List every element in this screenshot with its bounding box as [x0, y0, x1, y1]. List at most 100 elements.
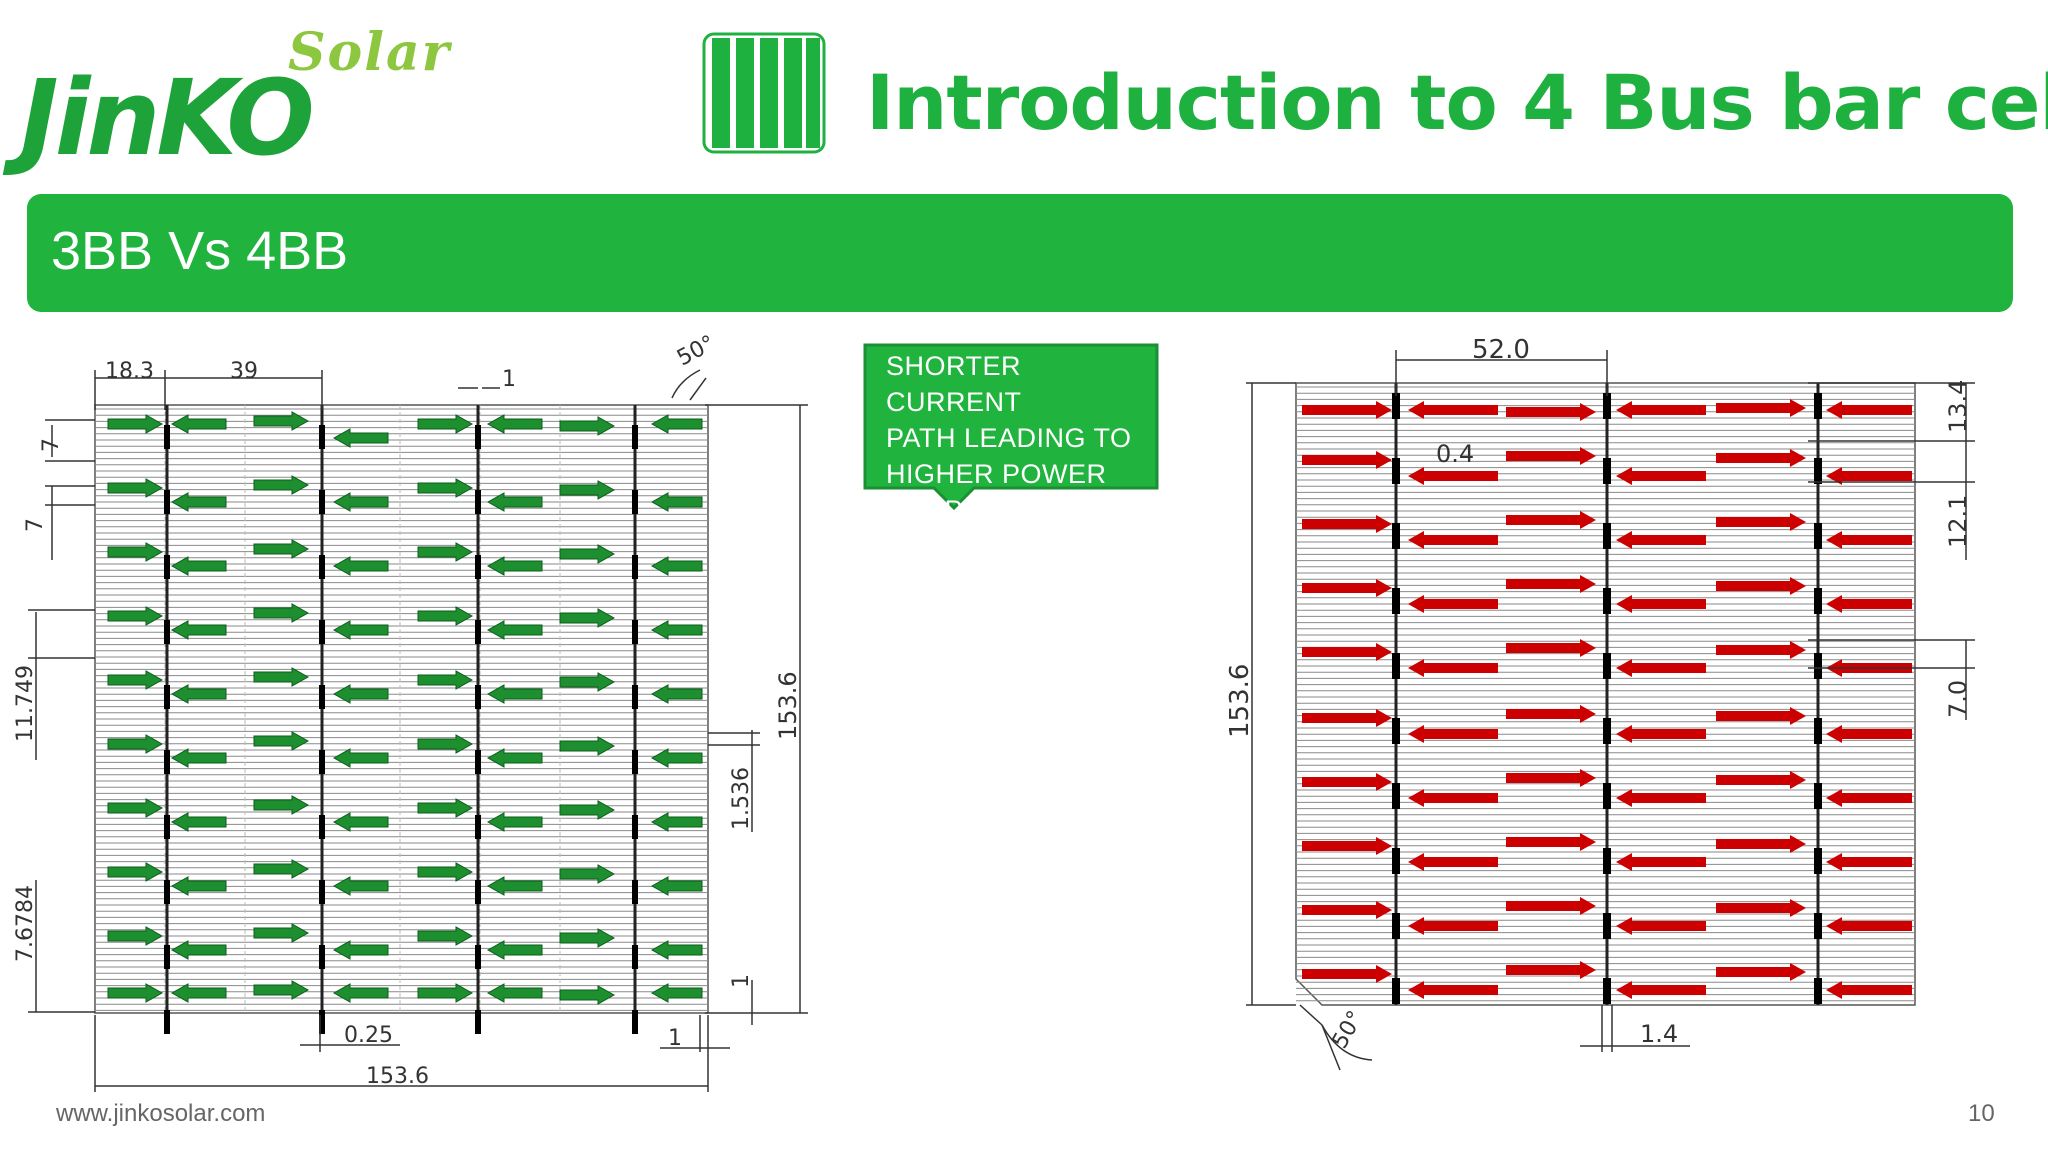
- current-arrow: [1616, 853, 1706, 871]
- current-arrow: [1408, 853, 1498, 871]
- current-arrow: [1506, 639, 1596, 657]
- dim-label: 7: [23, 518, 48, 532]
- current-arrow: [1826, 853, 1912, 871]
- current-arrow: [170, 620, 227, 640]
- busbar-pad: [164, 945, 170, 969]
- current-arrow: [1716, 707, 1806, 725]
- current-arrow: [1506, 511, 1596, 529]
- current-arrow: [1408, 659, 1498, 677]
- busbar-pad: [632, 815, 638, 839]
- current-arrow: [486, 620, 543, 640]
- current-arrow: [486, 983, 543, 1003]
- dimension-labels-3bb: 18.3 39 1 50° 7 7 11.749 7.6784 153.6 1.…: [13, 331, 802, 1089]
- current-arrow: [417, 606, 474, 626]
- current-arrow: [332, 812, 389, 832]
- current-arrow: [559, 985, 616, 1005]
- current-arrow: [1616, 917, 1706, 935]
- current-arrow: [417, 798, 474, 818]
- current-arrow: [170, 876, 227, 896]
- dim-label: 39: [230, 359, 258, 384]
- busbar-pad: [319, 425, 325, 449]
- busbar-pad: [1814, 913, 1822, 939]
- current-arrow: [1826, 401, 1912, 419]
- current-arrow: [170, 492, 227, 512]
- busbar-pad: [632, 880, 638, 904]
- current-arrow: [107, 862, 164, 882]
- current-arrow: [1506, 403, 1596, 421]
- current-arrow: [486, 940, 543, 960]
- current-arrow: [650, 684, 703, 704]
- dim-label: 18.3: [105, 359, 154, 384]
- current-arrow: [332, 983, 389, 1003]
- current-arrow: [1408, 595, 1498, 613]
- busbar-pad: [632, 490, 638, 514]
- current-arrow: [107, 798, 164, 818]
- current-arrow: [1716, 449, 1806, 467]
- current-arrow: [1408, 467, 1498, 485]
- dim-label: 7: [39, 438, 64, 452]
- busbar-pad: [475, 750, 481, 774]
- busbar-pad: [164, 815, 170, 839]
- current-arrow: [1616, 401, 1706, 419]
- dim-label: 153.6: [366, 1064, 429, 1089]
- busbars-3bb: [164, 405, 638, 1034]
- current-arrow: [1716, 771, 1806, 789]
- dim-label: 11.749: [13, 665, 38, 742]
- current-arrow: [650, 983, 703, 1003]
- current-arrow: [650, 748, 703, 768]
- current-arrow: [486, 684, 543, 704]
- callout-text: SHORTER CURRENT PATH LEADING TO HIGHER P…: [886, 348, 1156, 528]
- current-arrow: [332, 428, 389, 448]
- current-arrow: [1302, 709, 1392, 727]
- current-arrow: [253, 980, 310, 1000]
- busbar-pad: [632, 425, 638, 449]
- current-arrow: [559, 608, 616, 628]
- current-arrow: [417, 414, 474, 434]
- callout-line: OUTPUT: [886, 495, 1000, 525]
- current-arrow: [253, 923, 310, 943]
- busbar-pad: [475, 620, 481, 644]
- current-arrow: [1302, 451, 1392, 469]
- current-arrow: [559, 736, 616, 756]
- busbar-pad: [1603, 653, 1611, 679]
- current-arrow: [1408, 981, 1498, 999]
- current-arrow: [1408, 789, 1498, 807]
- busbar-pad: [1392, 588, 1400, 614]
- dim-label: 153.6: [774, 671, 802, 740]
- current-arrow: [1716, 835, 1806, 853]
- busbar-pad: [1392, 653, 1400, 679]
- busbar-cell-icon: [702, 32, 826, 154]
- current-arrow: [559, 864, 616, 884]
- busbar-pad: [1603, 718, 1611, 744]
- current-arrow: [1506, 769, 1596, 787]
- current-arrow: [332, 748, 389, 768]
- busbar-pad: [164, 555, 170, 579]
- current-arrow: [1716, 399, 1806, 417]
- current-arrow: [486, 876, 543, 896]
- current-arrow: [170, 983, 227, 1003]
- busbar-pad: [1392, 848, 1400, 874]
- current-arrow: [1616, 531, 1706, 549]
- busbar-pad: [1814, 588, 1822, 614]
- current-arrow: [650, 812, 703, 832]
- busbar-pad: [1392, 523, 1400, 549]
- current-arrow: [1302, 643, 1392, 661]
- current-arrow: [1616, 981, 1706, 999]
- current-arrow: [107, 734, 164, 754]
- busbar-pad: [1814, 458, 1822, 484]
- current-arrow: [650, 492, 703, 512]
- current-arrow: [1408, 725, 1498, 743]
- busbar-pad: [319, 750, 325, 774]
- busbar-pad: [164, 750, 170, 774]
- dim-label: 7.0: [1944, 680, 1972, 718]
- current-arrow: [1302, 773, 1392, 791]
- footer-url[interactable]: www.jinkosolar.com: [56, 1100, 266, 1127]
- current-arrow: [1716, 641, 1806, 659]
- busbar-pad: [319, 685, 325, 709]
- banner-title: 3BB Vs 4BB: [51, 221, 349, 281]
- current-arrow: [170, 414, 227, 434]
- current-arrow: [650, 876, 703, 896]
- busbar-pad: [319, 1010, 325, 1034]
- logo-jinko-text: JinKO: [20, 57, 315, 179]
